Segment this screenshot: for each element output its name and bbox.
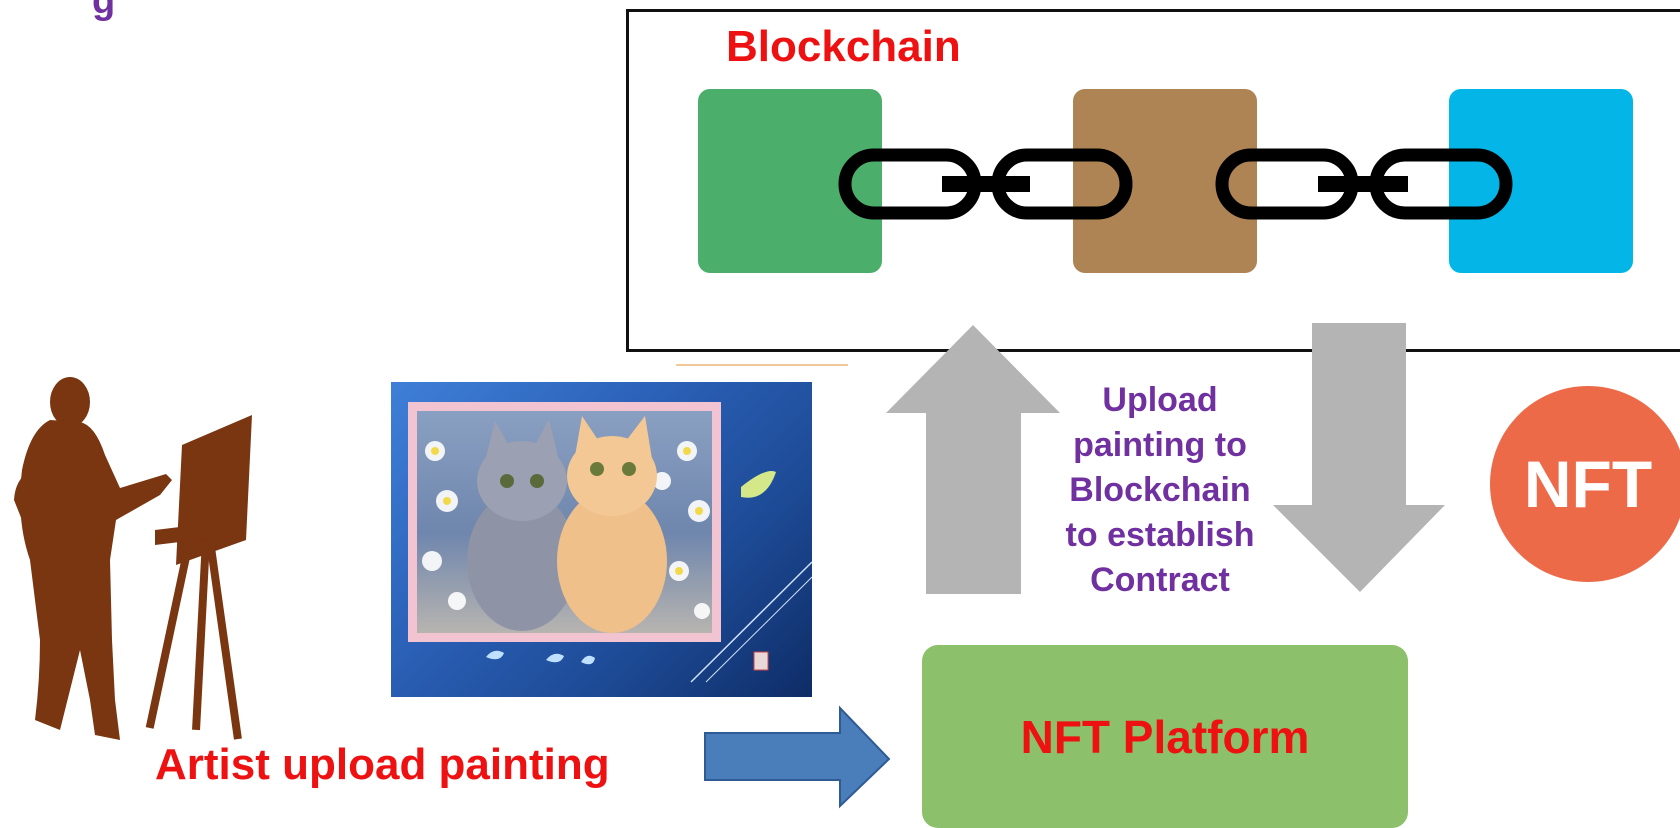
painting-decorations <box>486 471 812 683</box>
artist-upload-label: Artist upload painting <box>155 740 610 789</box>
nft-platform-box: NFT Platform <box>922 645 1408 828</box>
upload-line-2: painting to <box>1073 426 1247 464</box>
artist-silhouette-icon <box>14 377 252 740</box>
block-blue <box>1449 89 1633 273</box>
upload-line-4: to establish <box>1065 516 1255 554</box>
nft-badge: NFT <box>1490 386 1680 582</box>
kittens-painting <box>417 411 712 633</box>
page-title-fragment: g <box>92 0 116 22</box>
upload-line-5: Contract <box>1090 561 1230 599</box>
blockchain-title: Blockchain <box>726 22 961 71</box>
right-arrow-icon <box>704 705 891 809</box>
upload-description: Upload painting to Blockchain to establi… <box>1040 378 1280 603</box>
kittens-illustration <box>422 416 710 633</box>
up-arrow-icon <box>886 325 1060 594</box>
upload-line-3: Blockchain <box>1069 471 1251 509</box>
down-arrow-icon <box>1273 323 1445 592</box>
chain-links-left <box>838 148 1133 220</box>
painting-image <box>391 382 812 697</box>
upload-line-1: Upload <box>1102 381 1218 419</box>
painting-frame <box>408 402 721 642</box>
chain-links-right <box>1215 148 1513 220</box>
